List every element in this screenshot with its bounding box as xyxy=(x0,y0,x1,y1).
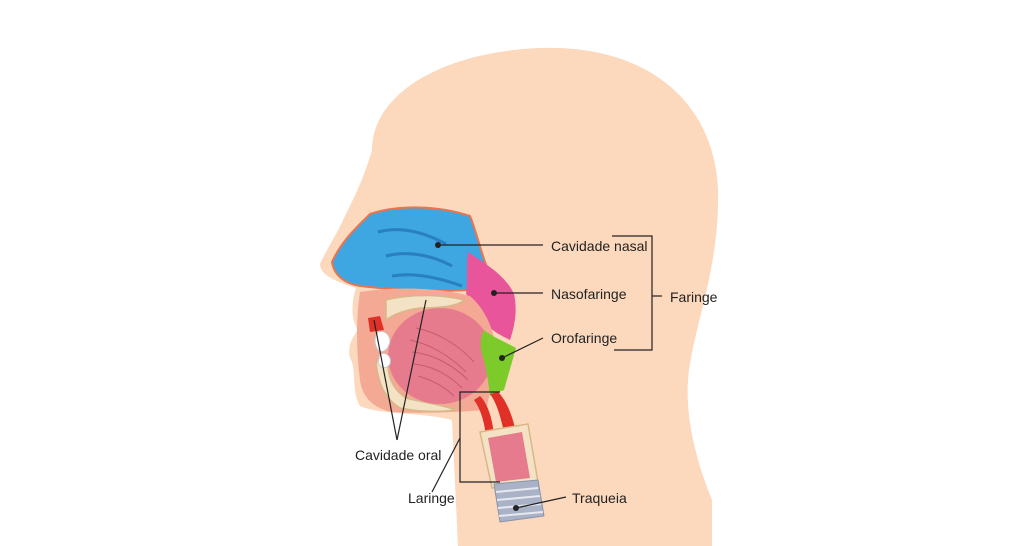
label-oral-cavity: Cavidade oral xyxy=(355,447,442,463)
tongue xyxy=(388,308,492,404)
neck-skin xyxy=(452,420,480,546)
label-nasal-cavity: Cavidade nasal xyxy=(551,238,648,254)
label-larynx: Laringe xyxy=(408,490,455,506)
larynx-inner xyxy=(488,432,530,482)
nasal-turbinate-2 xyxy=(385,252,453,268)
nasal-turbinate-3 xyxy=(391,273,463,288)
nasal-turbinate-1 xyxy=(377,228,447,246)
upper-lip xyxy=(368,316,384,332)
label-oropharynx: Orofaringe xyxy=(551,330,618,346)
oropharynx-region xyxy=(480,330,516,396)
head-silhouette xyxy=(320,47,719,546)
leader-lines xyxy=(373,235,662,511)
label-trachea: Traqueia xyxy=(572,490,627,506)
teeth xyxy=(374,331,391,369)
trachea-rings xyxy=(495,487,544,517)
nasopharynx-region xyxy=(466,252,516,340)
epiglottis-vessel xyxy=(474,396,494,436)
label-pharynx: Faringe xyxy=(670,289,718,305)
label-nasopharynx: Nasofaringe xyxy=(551,286,627,302)
tongue-fibers xyxy=(409,327,475,397)
